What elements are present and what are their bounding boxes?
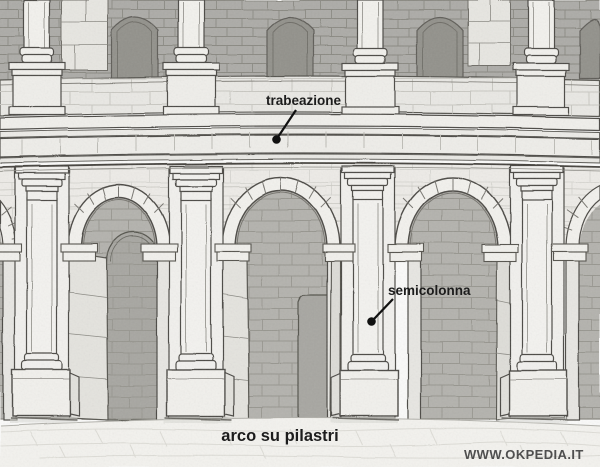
annotations: trabeazione semicolonna arco su pilastri…	[221, 93, 583, 462]
label-trabeazione: trabeazione	[266, 93, 342, 108]
semicolonna-leader-line	[373, 298, 394, 320]
trabeazione-leader-line	[277, 109, 297, 138]
semicolonna-dot	[367, 317, 376, 326]
trabeazione-dot	[272, 135, 281, 144]
watermark: WWW.OKPEDIA.IT	[464, 447, 584, 462]
caption-arco-su-pilastri: arco su pilastri	[221, 427, 338, 445]
label-semicolonna: semicolonna	[388, 283, 471, 298]
